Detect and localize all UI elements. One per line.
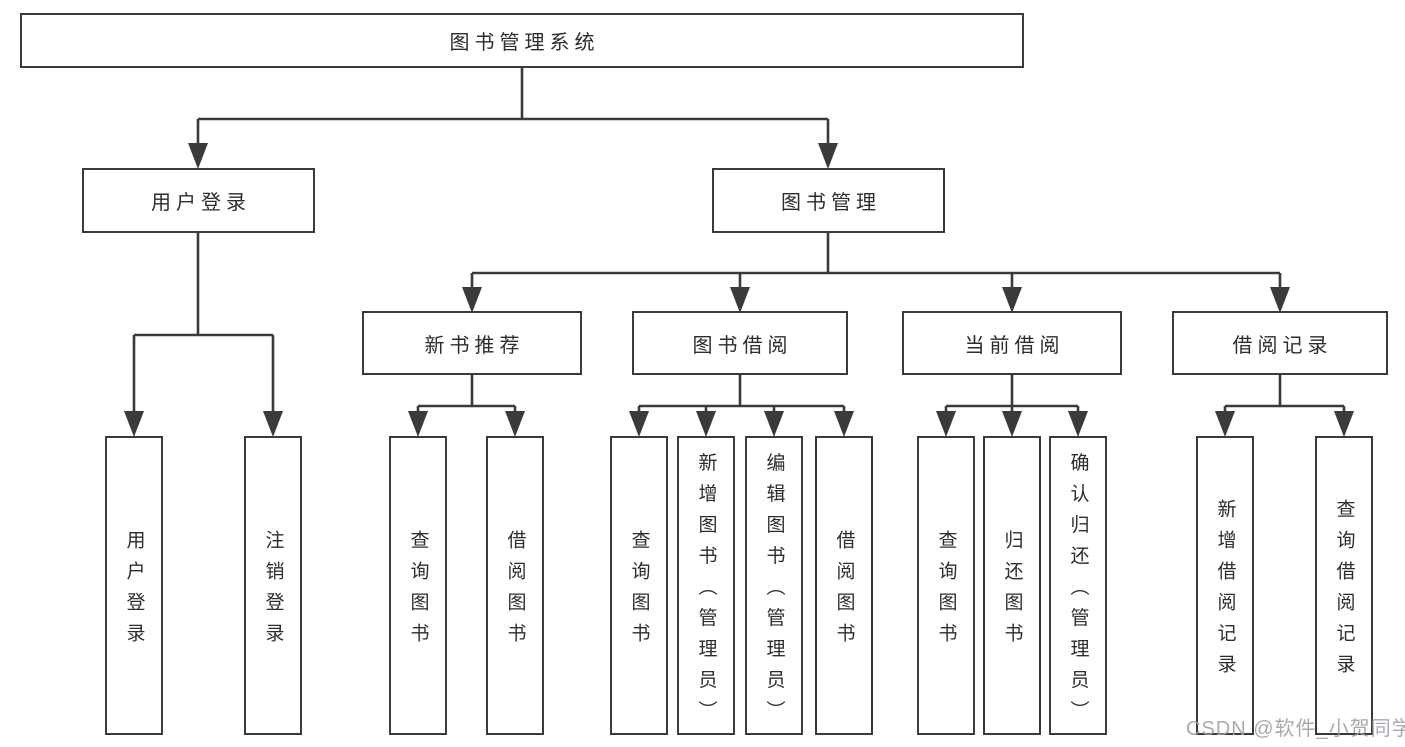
node-leaf-add-borrow-record: 新增借阅记录 <box>1196 436 1254 735</box>
node-leaf-query-books-1-label: 查询图书 <box>407 529 429 654</box>
arrowhead-leaf-logout <box>263 411 283 437</box>
node-leaf-query-borrow-record-label: 查询借阅记录 <box>1333 498 1355 685</box>
csdn-watermark: CSDN @软件_小贺同学 <box>1186 718 1405 740</box>
arrowhead-leaf <box>834 411 854 437</box>
arrowhead-leaf <box>936 411 956 437</box>
node-book-borrowing: 图书借阅 <box>632 311 848 375</box>
connector-user-login-children <box>124 233 283 437</box>
arrowhead-leaf <box>696 411 716 437</box>
arrowhead-leaf <box>1334 411 1354 437</box>
arrowhead-leaf-user-login <box>124 411 144 437</box>
node-current-borrowing: 当前借阅 <box>902 311 1122 375</box>
node-leaf-query-books-1: 查询图书 <box>389 436 447 735</box>
node-leaf-user-login: 用户登录 <box>105 436 163 735</box>
connector-root-to-level2 <box>188 68 838 169</box>
node-leaf-query-borrow-record: 查询借阅记录 <box>1315 436 1373 735</box>
arrowhead-current-borrowing <box>1002 287 1022 313</box>
node-leaf-borrow-books-2-label: 借阅图书 <box>833 529 855 654</box>
node-leaf-edit-book-admin: 编辑图书（管理员） <box>745 436 803 735</box>
node-leaf-edit-book-admin-label: 编辑图书（管理员） <box>763 452 785 731</box>
arrowhead-leaf <box>1068 411 1088 437</box>
node-root-label: 图书管理系统 <box>449 32 600 54</box>
node-new-books: 新书推荐 <box>362 311 582 375</box>
arrowhead-leaf <box>629 411 649 437</box>
connector-path <box>470 233 1282 288</box>
arrowhead-leaf <box>408 411 428 437</box>
node-new-books-label: 新书推荐 <box>424 334 525 357</box>
node-leaf-return-book-label: 归还图书 <box>1001 529 1023 654</box>
node-leaf-query-books-3: 查询图书 <box>917 436 975 735</box>
connector-current-borrowing-children <box>936 375 1088 437</box>
connector-path <box>1223 375 1346 412</box>
arrowhead-borrow-records <box>1270 287 1290 313</box>
connector-path <box>196 68 830 145</box>
arrowhead-user-login <box>188 143 208 169</box>
node-leaf-return-book: 归还图书 <box>983 436 1041 735</box>
arrowhead-book-borrowing <box>730 287 750 313</box>
arrowhead-leaf <box>505 411 525 437</box>
connector-path <box>944 375 1080 412</box>
arrowhead-new-books <box>462 287 482 313</box>
node-leaf-query-books-2: 查询图书 <box>610 436 668 735</box>
node-leaf-add-book-admin-label: 新增图书（管理员） <box>695 452 717 731</box>
node-leaf-logout: 注销登录 <box>244 436 302 735</box>
node-borrow-records: 借阅记录 <box>1172 311 1388 375</box>
arrowhead-leaf <box>1215 411 1235 437</box>
node-leaf-user-login-label: 用户登录 <box>123 529 145 654</box>
node-leaf-query-books-3-label: 查询图书 <box>935 529 957 654</box>
node-leaf-confirm-return-admin: 确认归还（管理员） <box>1049 436 1107 735</box>
node-leaf-borrow-books-1: 借阅图书 <box>486 436 544 735</box>
node-book-management-label: 图书管理 <box>781 192 881 214</box>
node-leaf-add-borrow-record-label: 新增借阅记录 <box>1214 498 1236 685</box>
node-user-login-label: 用户登录 <box>151 192 251 214</box>
node-book-management: 图书管理 <box>712 168 945 233</box>
arrowhead-leaf <box>764 411 784 437</box>
connector-path <box>132 233 275 412</box>
connector-borrow-records-children <box>1215 375 1354 437</box>
node-leaf-logout-label: 注销登录 <box>262 529 284 654</box>
connector-new-books-children <box>408 375 525 437</box>
node-borrow-records-label: 借阅记录 <box>1232 334 1333 357</box>
connector-path <box>637 375 846 412</box>
node-leaf-borrow-books-2: 借阅图书 <box>815 436 873 735</box>
node-root: 图书管理系统 <box>20 13 1024 68</box>
connector-path <box>416 375 517 412</box>
arrowhead-book-management <box>818 143 838 169</box>
connector-book-management-children <box>462 233 1290 313</box>
node-leaf-confirm-return-admin-label: 确认归还（管理员） <box>1067 452 1089 731</box>
node-leaf-add-book-admin: 新增图书（管理员） <box>677 436 735 735</box>
node-user-login: 用户登录 <box>82 168 315 233</box>
arrowhead-leaf <box>1002 411 1022 437</box>
node-book-borrowing-label: 图书借阅 <box>692 334 793 357</box>
connector-book-borrowing-children <box>629 375 854 437</box>
node-leaf-borrow-books-1-label: 借阅图书 <box>504 529 526 654</box>
node-current-borrowing-label: 当前借阅 <box>964 334 1065 357</box>
node-leaf-query-books-2-label: 查询图书 <box>628 529 650 654</box>
